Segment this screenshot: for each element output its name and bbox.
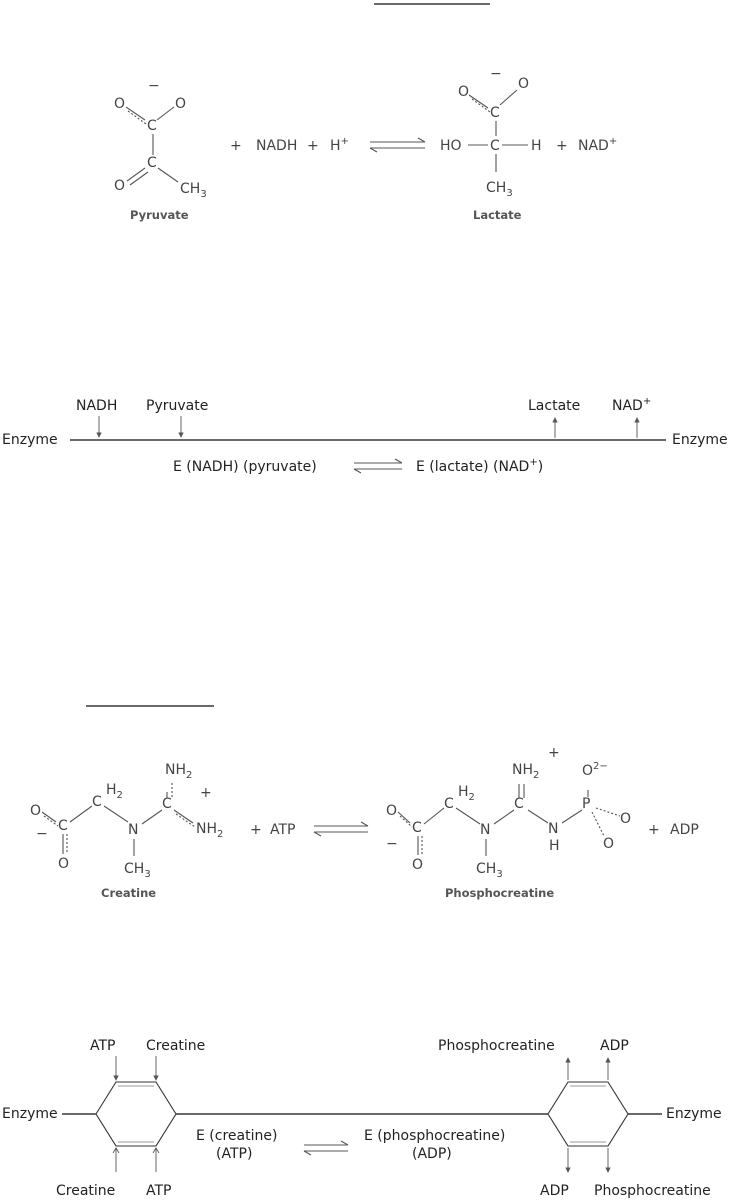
product-adp-top: ADP: [600, 1038, 629, 1054]
plus-sign: +: [250, 822, 262, 838]
atom-o: O: [518, 76, 529, 92]
binding-hexagon-left: [95, 1081, 177, 1147]
creatine-structure: O − C O C H2 N CH3 C NH2 + NH2 Pyruvate: [30, 762, 223, 900]
nad-term: NAD+: [578, 136, 617, 154]
reaction-creatine-phosphocreatine: O − C O C H2 N CH3 C NH2 + NH2 Pyruvate: [30, 745, 699, 900]
atom-c: C: [162, 796, 172, 812]
atom-h: H: [531, 138, 542, 154]
equilibrium-arrow: [353, 458, 403, 474]
nadh-term: NADH: [256, 138, 297, 154]
plus-sign: +: [556, 138, 568, 154]
methylene-group: C: [444, 796, 454, 812]
enzyme-right-label: Enzyme: [666, 1106, 722, 1122]
ternary-complex-left-line1: E (creatine): [196, 1128, 277, 1144]
atom-o: O: [114, 96, 125, 112]
enzyme-left-label: Enzyme: [2, 1106, 58, 1122]
ternary-complex-left: E (NADH) (pyruvate): [173, 459, 317, 475]
atom-n: N: [128, 822, 138, 838]
methyl-group: CH3: [486, 180, 513, 199]
pyruvate-label: Pyruvate: [130, 208, 189, 222]
methyl-group: CH3: [180, 181, 207, 200]
mechanism-random-sequential: Enzyme Enzyme ATP Creatine Creatine ATP …: [2, 1038, 722, 1199]
amino-group-right: NH2: [196, 821, 223, 840]
carboxylate-charge: −: [36, 826, 48, 842]
mechanism-ordered-sequential: Enzyme Enzyme NADH Pyruvate Lactate NAD+…: [2, 396, 728, 475]
atom-c: C: [490, 138, 500, 154]
methylene-h2: H2: [106, 782, 123, 801]
ternary-complex-left-line2: (ATP): [216, 1146, 252, 1162]
atom-n: N: [548, 821, 558, 837]
positive-charge: +: [548, 745, 560, 761]
imino-group: NH2: [512, 762, 539, 781]
proton-term: H+: [330, 136, 349, 154]
adp-term: ADP: [670, 822, 699, 838]
atom-c: C: [147, 118, 157, 134]
equilibrium-arrow: [313, 821, 369, 837]
enzyme-right-label: Enzyme: [672, 432, 728, 448]
atom-o: O: [603, 836, 614, 852]
plus-sign: +: [230, 138, 242, 154]
product-phosphocreatine-top: Phosphocreatine: [438, 1038, 555, 1054]
product-nad-label: NAD+: [612, 396, 651, 414]
equilibrium-arrow: [369, 137, 426, 153]
atp-term: ATP: [270, 822, 295, 838]
atom-o: O: [386, 803, 397, 819]
atom-p: P: [582, 796, 590, 812]
substrate-pyruvate-label: Pyruvate: [146, 398, 208, 414]
ternary-complex-right-line2: (ADP): [412, 1146, 452, 1162]
phosphate-oxygen: O2−: [582, 761, 608, 779]
reaction-pyruvate-lactate: − O O C C O CH3 Pyruvate + NADH + H+: [114, 66, 617, 222]
substrate-nadh-label: NADH: [76, 398, 117, 414]
product-adp-bottom: ADP: [540, 1183, 569, 1199]
atom-o: O: [620, 811, 631, 827]
carboxylate-charge: −: [490, 66, 502, 82]
creatine-label: Creatine: [101, 886, 156, 900]
atom-o: O: [412, 857, 423, 873]
methyl-group: CH3: [124, 861, 151, 880]
carboxylate-charge: −: [148, 78, 160, 94]
lactate-structure: − O O C HO C H CH3 Lactate: [440, 66, 542, 222]
enzyme-left-label: Enzyme: [2, 432, 58, 448]
atom-o: O: [114, 178, 125, 194]
plus-sign: +: [648, 822, 660, 838]
atom-o: O: [30, 803, 41, 819]
hydroxyl-group: HO: [440, 138, 462, 154]
substrate-atp-bottom: ATP: [146, 1183, 171, 1199]
product-phosphocreatine-bottom: Phosphocreatine: [594, 1183, 711, 1199]
substrate-creatine-bottom: Creatine: [56, 1183, 115, 1199]
ternary-complex-right: E (lactate) (NAD+): [416, 457, 543, 475]
atom-c: C: [412, 820, 422, 836]
methylene-group: C: [92, 794, 102, 810]
atom-o: O: [458, 84, 469, 100]
atom-h: H: [549, 838, 560, 854]
binding-hexagon-right: [547, 1081, 629, 1147]
phosphocreatine-structure: O − C O C H2 N CH3 C NH2 + N H P: [386, 745, 631, 900]
atom-o: O: [175, 96, 186, 112]
product-lactate-label: Lactate: [528, 398, 580, 414]
substrate-creatine-top: Creatine: [146, 1038, 205, 1054]
amino-group-top: NH2: [165, 762, 192, 781]
ternary-complex-right-line1: E (phosphocreatine): [364, 1128, 505, 1144]
atom-o: O: [58, 856, 69, 872]
atom-c: C: [58, 818, 68, 834]
lactate-label: Lactate: [473, 208, 522, 222]
pyruvate-structure: − O O C C O CH3 Pyruvate: [114, 78, 207, 222]
carboxylate-charge: −: [386, 836, 398, 852]
atom-c: C: [147, 155, 157, 171]
plus-sign: +: [307, 138, 319, 154]
phosphocreatine-label: Phosphocreatine: [445, 886, 554, 900]
atom-c: C: [514, 796, 524, 812]
equilibrium-arrow: [303, 1140, 349, 1156]
methyl-group: CH3: [476, 861, 503, 880]
substrate-atp-top: ATP: [90, 1038, 115, 1054]
atom-n: N: [480, 822, 490, 838]
atom-c: C: [490, 105, 500, 121]
methylene-h2: H2: [458, 784, 475, 803]
positive-charge: +: [200, 785, 212, 801]
